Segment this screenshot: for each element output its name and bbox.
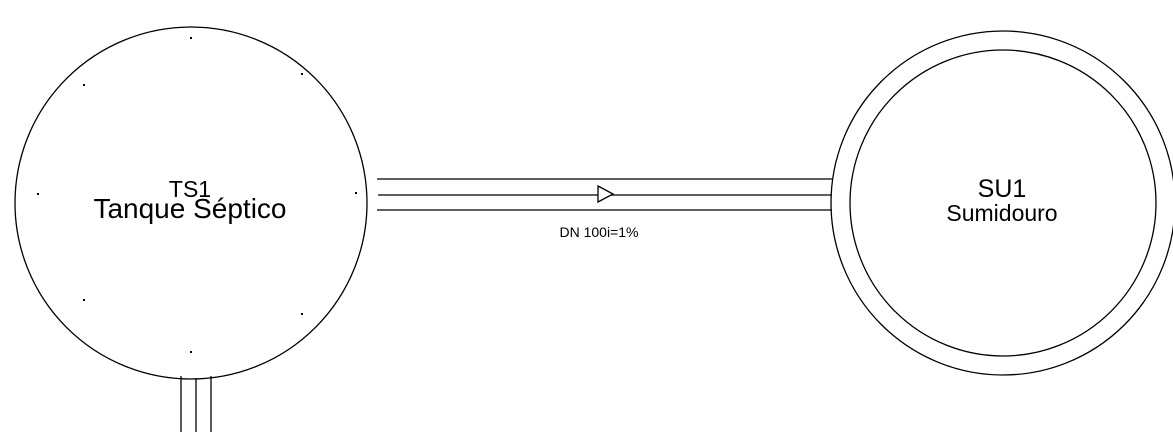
grid-dot bbox=[301, 313, 303, 315]
septic-tank-outline bbox=[14, 26, 368, 380]
grid-dot bbox=[190, 37, 192, 39]
sink-outer-ring bbox=[830, 30, 1173, 376]
sink-name: Sumidouro bbox=[946, 200, 1057, 226]
septic-tank-grid-dots bbox=[37, 37, 357, 353]
grid-dot bbox=[355, 192, 357, 194]
septic-tank-outlet-pipe[interactable] bbox=[180, 376, 212, 432]
septic-tank-code: TS1 bbox=[169, 176, 211, 202]
grid-dot bbox=[83, 84, 85, 86]
septic-tank-name: Tanque Séptico bbox=[93, 193, 286, 224]
sink[interactable]: SU1 Sumidouro bbox=[830, 30, 1173, 376]
grid-dot bbox=[190, 351, 192, 353]
flow-direction-arrow-icon bbox=[597, 184, 615, 204]
pipe-spec-label: DN 100i=1% bbox=[560, 224, 639, 240]
grid-dot bbox=[83, 299, 85, 301]
grid-dot bbox=[301, 73, 303, 75]
sink-inner-ring bbox=[849, 49, 1157, 357]
septic-tank[interactable]: TS1 Tanque Séptico bbox=[14, 26, 368, 380]
sink-code: SU1 bbox=[978, 175, 1027, 203]
grid-dot bbox=[37, 193, 39, 195]
